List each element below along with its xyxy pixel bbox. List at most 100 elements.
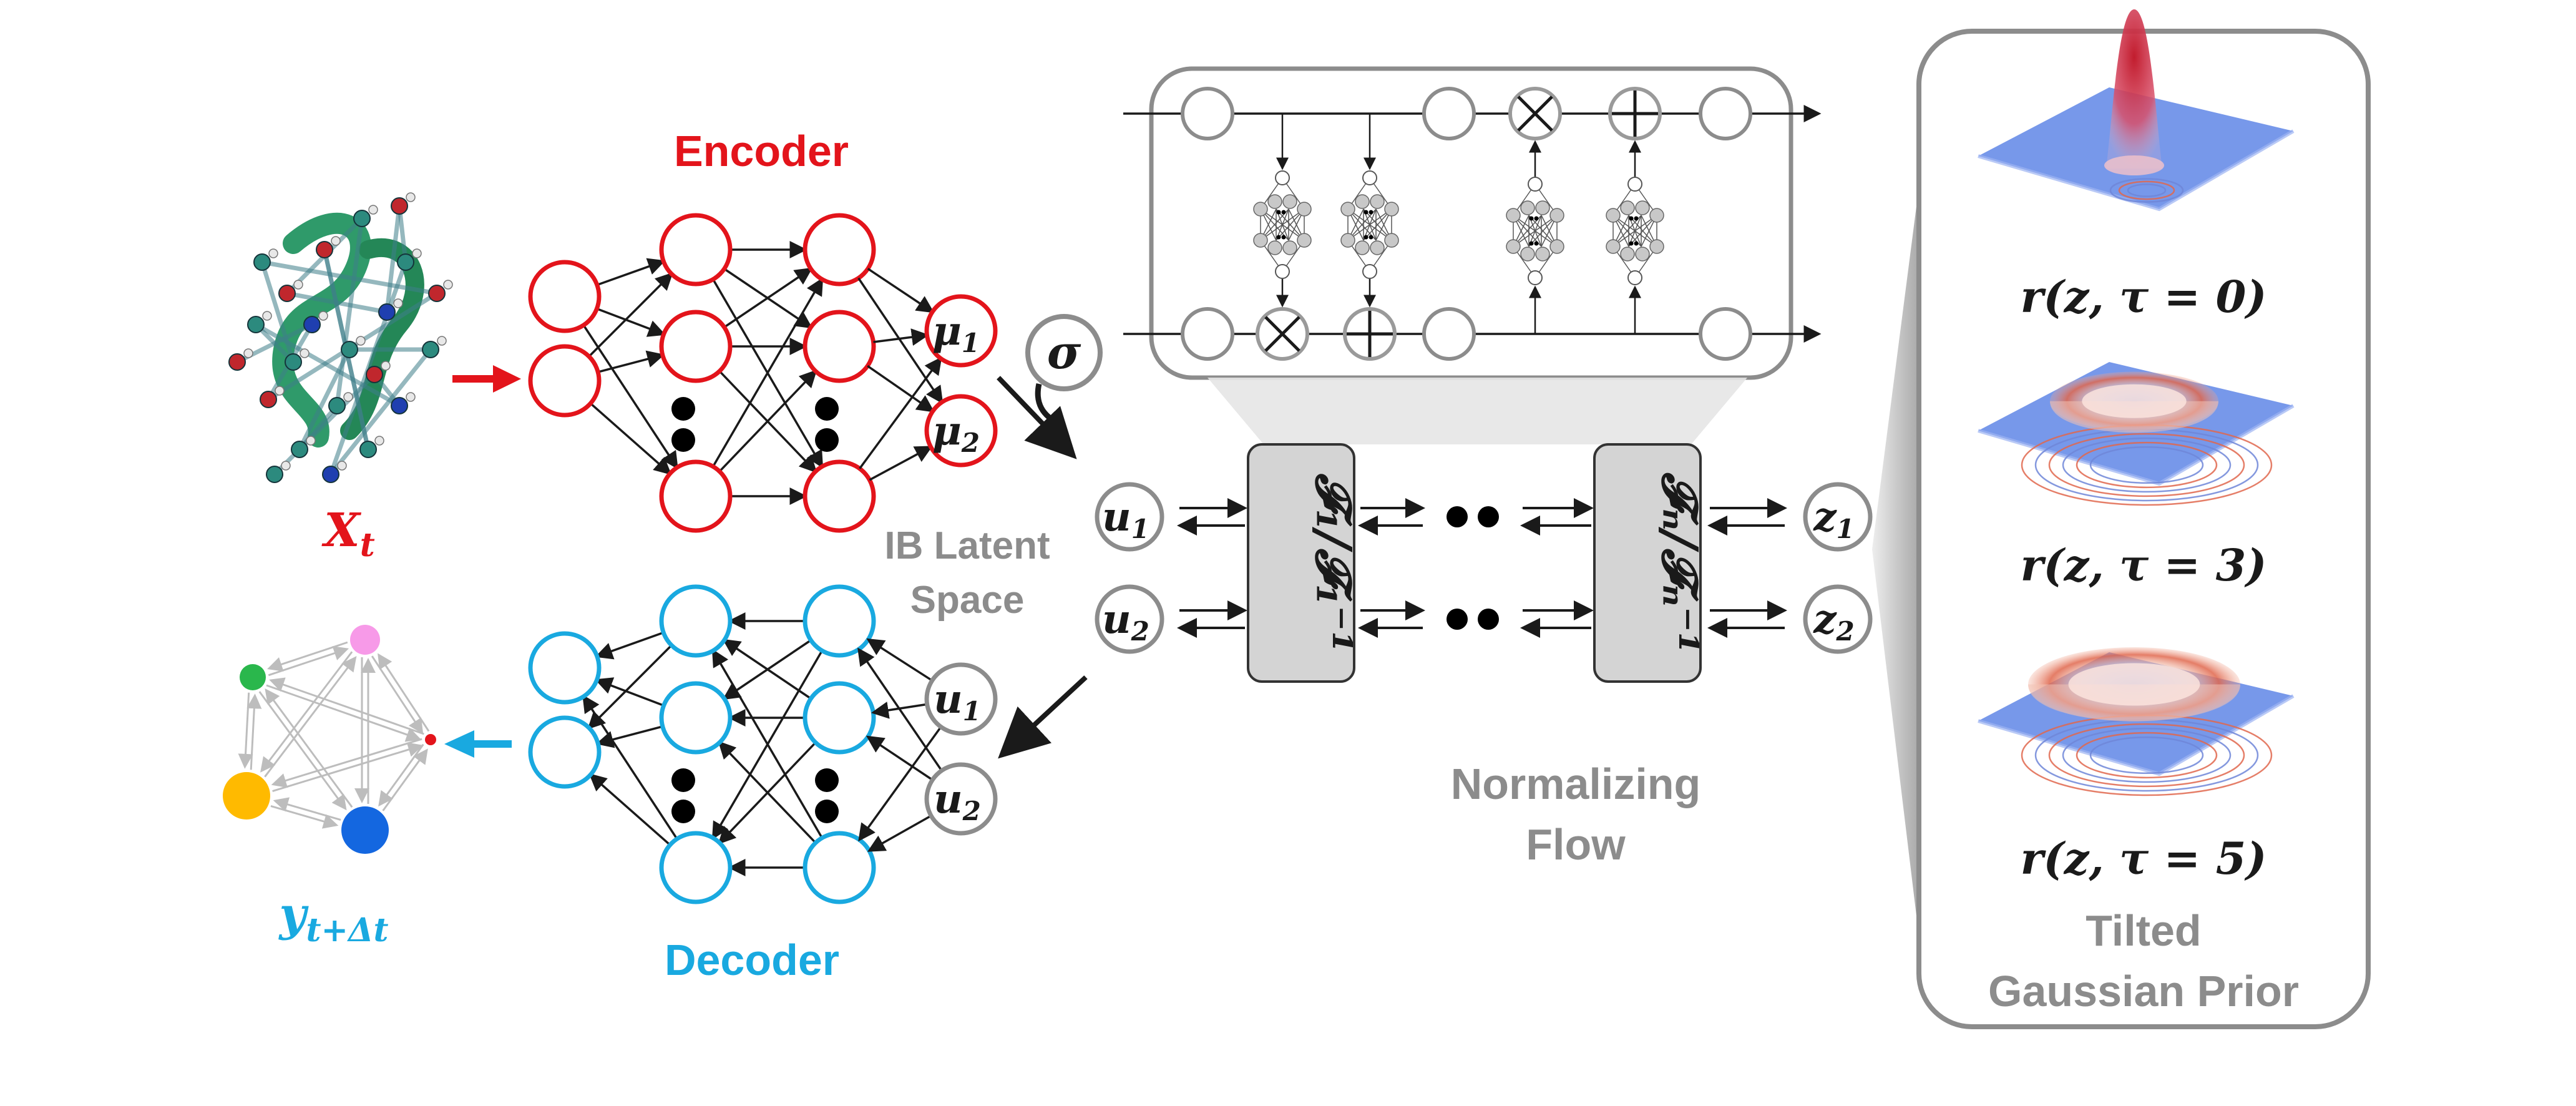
zoom-connector bbox=[1208, 378, 1747, 444]
gaussian-peak bbox=[2106, 9, 2162, 169]
hydrogen-atom bbox=[343, 392, 353, 402]
flow-z2-label: z2 bbox=[1813, 596, 1855, 647]
subnet-dot bbox=[1534, 216, 1539, 221]
subnet-neuron bbox=[1549, 208, 1564, 223]
subnet-neuron bbox=[1506, 239, 1521, 254]
neuron bbox=[803, 310, 876, 383]
network-edge bbox=[867, 268, 935, 313]
transition-edge bbox=[260, 651, 353, 773]
subnet-neuron bbox=[1620, 200, 1635, 215]
subnet-neuron bbox=[1267, 240, 1282, 255]
atom bbox=[316, 241, 333, 258]
bond bbox=[328, 261, 408, 476]
subnet-dot bbox=[1634, 241, 1639, 246]
neuron bbox=[659, 213, 733, 286]
hydrogen-atom bbox=[374, 436, 384, 446]
neuron bbox=[803, 681, 876, 755]
atom bbox=[228, 353, 246, 371]
transition-edge bbox=[265, 688, 353, 808]
contour-line bbox=[2089, 736, 2204, 775]
state-node bbox=[425, 734, 436, 745]
subnet-neuron bbox=[1506, 208, 1521, 223]
subnet-neuron bbox=[1635, 200, 1650, 215]
contour-line bbox=[2127, 184, 2167, 197]
transition-edge bbox=[264, 656, 357, 778]
state-node bbox=[223, 772, 270, 820]
flow-z1-label: z1 bbox=[1813, 494, 1855, 544]
subnet-neuron bbox=[1355, 240, 1370, 255]
neuron bbox=[659, 310, 733, 383]
network-edge bbox=[869, 446, 933, 481]
network-edge bbox=[596, 307, 666, 337]
atom bbox=[353, 210, 371, 227]
subnet-dot bbox=[1281, 235, 1286, 240]
bond bbox=[334, 218, 364, 406]
subnet-dot bbox=[1276, 235, 1281, 240]
transition-edge bbox=[246, 693, 262, 770]
atom bbox=[285, 353, 302, 371]
flow-block-1 bbox=[1247, 443, 1355, 683]
network-edge bbox=[871, 702, 927, 719]
atom bbox=[378, 303, 396, 321]
hydrogen-atom bbox=[437, 336, 447, 346]
transition-edge bbox=[272, 742, 424, 792]
contour-line bbox=[2089, 446, 2204, 484]
variable-node bbox=[1181, 87, 1234, 140]
subnet-edge bbox=[1513, 215, 1558, 247]
ellipsis-dot bbox=[1478, 609, 1499, 630]
contour-line bbox=[2076, 441, 2218, 489]
atom bbox=[428, 285, 446, 302]
ellipsis-dot bbox=[815, 397, 839, 421]
neuron bbox=[659, 681, 733, 755]
encoder-title: Encoder bbox=[674, 127, 849, 175]
atom bbox=[260, 391, 277, 408]
ellipsis-dot bbox=[671, 428, 695, 452]
protein-molecule-image bbox=[228, 192, 453, 483]
contour-line bbox=[2062, 727, 2232, 783]
prior-panel-2 bbox=[1978, 362, 2295, 506]
atom bbox=[247, 316, 265, 333]
subnet-neuron bbox=[1355, 194, 1370, 209]
decoder-u2-node bbox=[924, 762, 998, 836]
subnet-edge bbox=[1260, 208, 1305, 241]
variable-node bbox=[1699, 87, 1752, 140]
mu1-label: μ1 bbox=[932, 308, 980, 358]
network-edge bbox=[859, 356, 942, 469]
prior-title-1: Tilted bbox=[2086, 906, 2201, 955]
neuron bbox=[528, 344, 602, 418]
subnet-io bbox=[1528, 270, 1543, 285]
subnet-dot bbox=[1629, 241, 1634, 246]
network-edge bbox=[588, 272, 673, 358]
network-edge bbox=[590, 403, 672, 475]
subnet-io bbox=[1362, 264, 1377, 279]
subnet-neuron bbox=[1606, 239, 1621, 254]
prior-panel-1 bbox=[1978, 9, 2295, 212]
transition-edge bbox=[269, 677, 424, 735]
hydrogen-atom bbox=[381, 361, 391, 371]
bond bbox=[261, 260, 437, 296]
transition-edge bbox=[382, 748, 428, 811]
hydrogen-atom bbox=[368, 205, 378, 215]
transition-edge bbox=[258, 691, 347, 811]
hydrogen-atom bbox=[406, 192, 416, 202]
subnet-neuron bbox=[1253, 202, 1268, 217]
input-label: Xt bbox=[321, 504, 374, 564]
subnet-dot bbox=[1368, 210, 1373, 215]
flow-u2-node bbox=[1095, 584, 1164, 654]
network-edge bbox=[718, 741, 817, 844]
latent-space-label-1: IB Latent bbox=[884, 524, 1050, 567]
network-edge bbox=[597, 258, 666, 286]
subnet-neuron bbox=[1253, 233, 1268, 248]
atom bbox=[359, 441, 377, 458]
decoder-u2-label: u2 bbox=[934, 776, 981, 826]
atom bbox=[291, 441, 308, 458]
subnet-dot bbox=[1629, 216, 1634, 221]
ellipsis-dot bbox=[1447, 609, 1468, 630]
multiply-icon bbox=[1264, 316, 1300, 352]
flow-block-1-label: 𝓕₁/𝓕₁⁻¹ bbox=[1305, 472, 1362, 652]
transition-edge bbox=[267, 641, 348, 672]
network-edge bbox=[597, 350, 665, 373]
latent-space-label-2: Space bbox=[910, 579, 1025, 622]
contour-line bbox=[2118, 180, 2175, 200]
hydrogen-atom bbox=[275, 386, 285, 396]
